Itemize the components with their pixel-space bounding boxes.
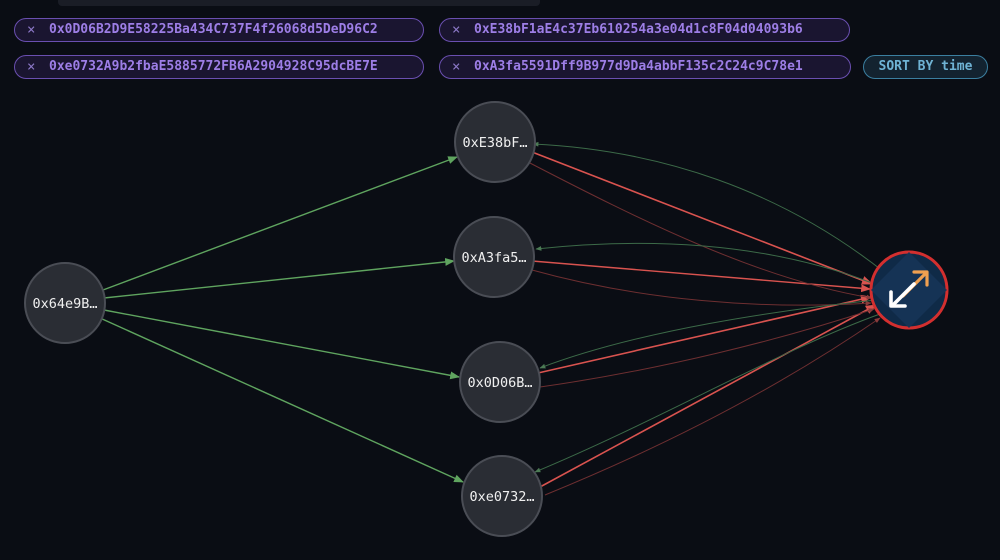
edge-target-to-0xe073[interactable] xyxy=(534,313,881,473)
edges-from-source xyxy=(99,156,464,483)
edge-0xe073-to-target[interactable] xyxy=(539,304,877,488)
swap-arrows-icon xyxy=(889,270,929,308)
edge-0x0d06-to-target-curved[interactable] xyxy=(539,308,875,388)
filter-chip-0xe073[interactable]: × 0xe0732A9b2fbaE5885772FB6A2904928C95dc… xyxy=(14,55,424,79)
edge-0xe073-to-target-curved[interactable] xyxy=(544,317,881,496)
edge-source-to-0x0d06[interactable] xyxy=(103,309,460,380)
node-label: 0xA3fa5… xyxy=(461,250,526,266)
filter-chip-label: 0xe0732A9b2fbaE5885772FB6A2904928C95dcBE… xyxy=(49,59,378,74)
node-label: 0xe0732… xyxy=(469,489,534,505)
filter-chip-0x0d06[interactable]: × 0x0D06B2D9E58225Ba434C737F4f26068d5DeD… xyxy=(14,18,424,42)
edge-0xa3fa-to-target-curved[interactable] xyxy=(531,269,872,306)
node-source[interactable]: 0x64e9B… xyxy=(24,262,106,344)
edge-source-to-0xe38b[interactable] xyxy=(102,156,458,291)
filter-chip-0xe38b[interactable]: × 0xE38bF1aE4c37Eb610254a3e04d1c8F04d040… xyxy=(439,18,850,42)
node-label: 0x0D06B… xyxy=(467,375,532,391)
edge-target-to-0xa3fa[interactable] xyxy=(535,242,873,284)
edge-0xe38b-to-target[interactable] xyxy=(531,151,874,285)
node-0xe073[interactable]: 0xe0732… xyxy=(461,455,543,537)
close-icon[interactable]: × xyxy=(452,59,461,75)
node-0xa3fa[interactable]: 0xA3fa5… xyxy=(453,216,535,298)
sort-by-time-button[interactable]: SORT BY time xyxy=(863,55,988,79)
toolbar-edge xyxy=(58,0,540,6)
node-source-label: 0x64e9B… xyxy=(32,296,97,312)
close-icon[interactable]: × xyxy=(27,22,36,38)
node-label: 0xE38bF… xyxy=(462,135,527,151)
node-0x0d06[interactable]: 0x0D06B… xyxy=(459,341,541,423)
edge-source-to-0xe073[interactable] xyxy=(99,317,464,483)
edge-target-to-0xe38b[interactable] xyxy=(532,141,885,273)
node-0xe38b[interactable]: 0xE38bF… xyxy=(454,101,536,183)
edges-curved xyxy=(527,141,885,496)
filter-chip-label: 0xE38bF1aE4c37Eb610254a3e04d1c8F04d04093… xyxy=(474,22,803,37)
close-icon[interactable]: × xyxy=(27,59,36,75)
edge-0xa3fa-to-target[interactable] xyxy=(531,260,871,293)
node-target[interactable] xyxy=(869,250,949,330)
close-icon[interactable]: × xyxy=(452,22,461,38)
filter-chip-0xa3fa[interactable]: × 0xA3fa5591Dff9B977d9Da4abbF135c2C24c9C… xyxy=(439,55,851,79)
filter-chip-label: 0xA3fa5591Dff9B977d9Da4abbF135c2C24c9C78… xyxy=(474,59,803,74)
edge-0x0d06-to-target[interactable] xyxy=(537,294,873,374)
edges-to-target xyxy=(531,151,877,488)
edge-source-to-0xa3fa[interactable] xyxy=(103,258,455,299)
edge-target-to-0x0d06[interactable] xyxy=(539,299,877,369)
filter-chip-label: 0x0D06B2D9E58225Ba434C737F4f26068d5DeD96… xyxy=(49,22,378,37)
edge-0xe38b-to-target-curved[interactable] xyxy=(527,161,873,300)
